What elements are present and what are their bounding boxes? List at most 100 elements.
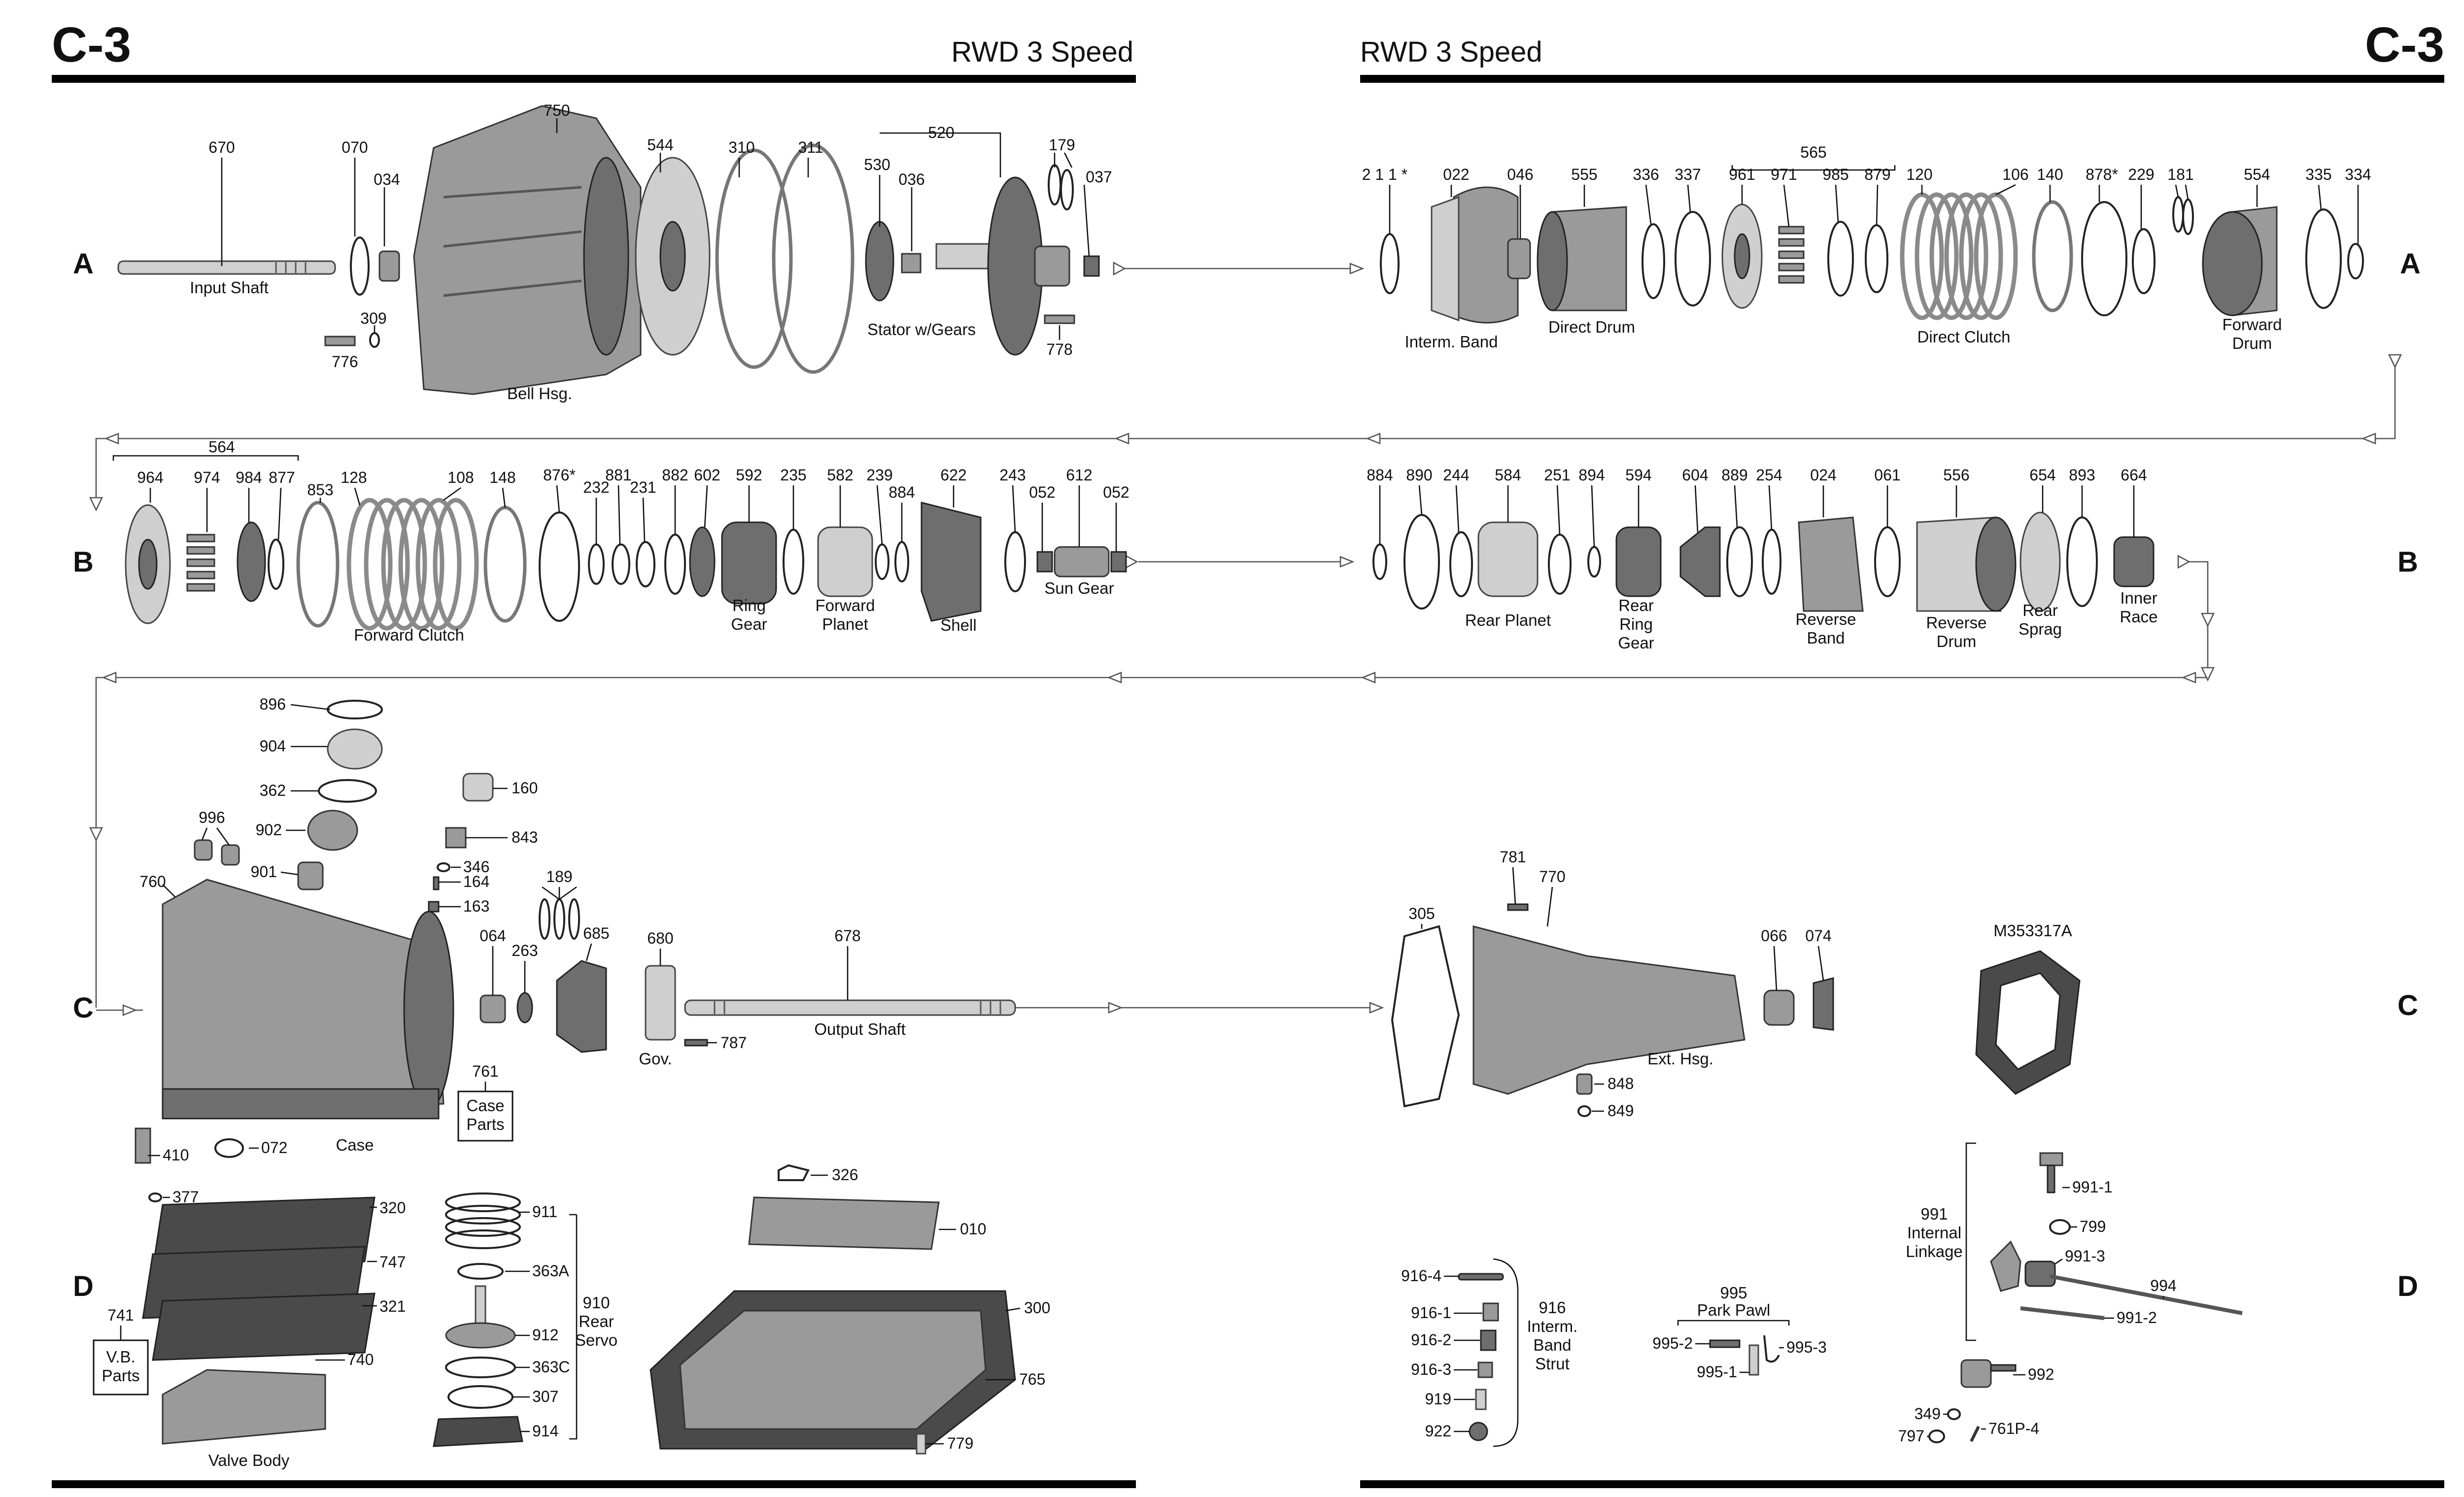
part-305-gasket bbox=[1391, 925, 1460, 1108]
page-header: C-3 RWD 3 Speed RWD 3 Speed C-3 bbox=[52, 17, 2444, 83]
label-037: 037 bbox=[1086, 168, 1112, 186]
caption-vb-parts-1: V.B. bbox=[106, 1348, 135, 1366]
label-750: 750 bbox=[544, 102, 570, 119]
label-843: 843 bbox=[512, 828, 538, 846]
label-179: 179 bbox=[1049, 136, 1075, 154]
label-140: 140 bbox=[2037, 166, 2063, 183]
label-916-4: 916-4 bbox=[1401, 1267, 1441, 1285]
label-232: 232 bbox=[583, 478, 609, 496]
caption-rear-servo-3: Servo bbox=[575, 1331, 617, 1349]
label-849: 849 bbox=[1608, 1102, 1634, 1120]
part-911-spring bbox=[445, 1192, 521, 1249]
bell-housing-rim bbox=[583, 157, 629, 356]
rear-planet bbox=[1477, 521, 1539, 597]
part-310-seal bbox=[715, 148, 793, 369]
row-d-left-components bbox=[93, 1164, 1016, 1455]
label-904: 904 bbox=[260, 737, 286, 755]
label-894: 894 bbox=[1578, 466, 1605, 484]
part-991-2-rod bbox=[2020, 1306, 2105, 1320]
part-239-ring bbox=[875, 544, 890, 580]
part-148-plate bbox=[483, 506, 527, 623]
input-shaft bbox=[117, 260, 336, 275]
label-064: 064 bbox=[479, 927, 506, 945]
forward-planet bbox=[817, 526, 873, 597]
oil-pan bbox=[679, 1310, 987, 1430]
shell bbox=[921, 502, 982, 622]
part-377-ring bbox=[148, 1192, 162, 1202]
label-564: 564 bbox=[208, 438, 235, 456]
caption-park-pawl-1: 995 bbox=[1720, 1284, 1747, 1302]
part-244-ring bbox=[1449, 531, 1473, 597]
row-c-left-captions: Case Case Parts Gov. Output Shaft bbox=[336, 1020, 905, 1154]
part-189-c bbox=[568, 898, 580, 940]
reverse-band bbox=[1798, 516, 1864, 612]
label-211: 2 1 1 * bbox=[1362, 166, 1408, 183]
caption-input-shaft: Input Shaft bbox=[190, 278, 269, 297]
caption-rear-ring-1: Rear bbox=[1618, 596, 1654, 614]
label-876: 876* bbox=[543, 466, 576, 484]
part-229-ring bbox=[2132, 228, 2156, 294]
label-760: 760 bbox=[139, 873, 166, 890]
label-320: 320 bbox=[379, 1199, 406, 1217]
label-776: 776 bbox=[332, 353, 358, 371]
part-914-cover bbox=[433, 1416, 523, 1447]
label-991-1: 991-1 bbox=[2072, 1178, 2113, 1196]
part-901-spring bbox=[297, 861, 324, 890]
row-b-right-callouts bbox=[1379, 485, 2135, 547]
label-914: 914 bbox=[532, 1422, 558, 1440]
label-911: 911 bbox=[532, 1203, 557, 1221]
label-410: 410 bbox=[163, 1146, 189, 1164]
label-074: 074 bbox=[1805, 927, 1831, 945]
caption-reverse-drum-2: Drum bbox=[1937, 632, 1977, 650]
label-747: 747 bbox=[379, 1253, 406, 1271]
label-520: 520 bbox=[928, 124, 954, 141]
part-916-3 bbox=[1477, 1361, 1493, 1378]
caption-shell: Shell bbox=[940, 616, 976, 634]
caption-reverse-drum-1: Reverse bbox=[1926, 613, 1987, 632]
transmission-case bbox=[162, 879, 445, 1120]
part-336-ring bbox=[1642, 223, 1665, 299]
row-label-b-left: B bbox=[73, 546, 94, 578]
part-335-ring bbox=[2305, 208, 2342, 309]
label-778: 778 bbox=[1046, 340, 1072, 358]
label-787: 787 bbox=[720, 1034, 747, 1052]
caption-linkage-2: Internal bbox=[1907, 1224, 1961, 1242]
part-010-filter bbox=[748, 1196, 940, 1250]
part-036-bushing bbox=[901, 253, 922, 273]
label-128: 128 bbox=[341, 469, 367, 486]
linkage-rack bbox=[1990, 1240, 2021, 1292]
part-849 bbox=[1577, 1105, 1591, 1117]
part-604-hub bbox=[1679, 526, 1721, 597]
row-b-left-captions: Forward Clutch Ring Gear Forward Planet … bbox=[354, 579, 1114, 644]
part-254-ring bbox=[1762, 529, 1781, 595]
caption-forward-drum-2: Drum bbox=[2232, 334, 2272, 352]
label-879: 879 bbox=[1864, 166, 1890, 183]
row-label-a-right: A bbox=[2400, 248, 2421, 280]
label-061: 061 bbox=[1874, 466, 1900, 484]
label-334: 334 bbox=[2345, 166, 2371, 183]
part-334-ring bbox=[2347, 243, 2364, 279]
row-a-right-components bbox=[1380, 186, 2364, 324]
caption-stator: Stator w/Gears bbox=[867, 320, 976, 339]
label-243: 243 bbox=[999, 466, 1026, 484]
sun-gear bbox=[1054, 546, 1110, 578]
caption-strut-4: Strut bbox=[1535, 1355, 1570, 1373]
part-843 bbox=[445, 827, 467, 849]
part-530-seal bbox=[865, 221, 894, 302]
row-a-right-callouts bbox=[1389, 165, 2359, 244]
row-label-c-right: C bbox=[2397, 989, 2418, 1021]
footer-rule-left bbox=[52, 1480, 1136, 1488]
part-179-ring-b bbox=[1060, 169, 1074, 210]
part-232-ring bbox=[588, 544, 605, 585]
label-034: 034 bbox=[374, 170, 400, 188]
label-761p-4: 761P-4 bbox=[1988, 1420, 2039, 1437]
part-070-ring bbox=[350, 237, 370, 296]
part-037-bushing bbox=[1083, 255, 1100, 277]
header-rule-left bbox=[52, 75, 1136, 83]
row-a-left-components bbox=[117, 105, 1100, 395]
label-890: 890 bbox=[1406, 466, 1432, 484]
caption-inner-race-1: Inner bbox=[2120, 589, 2157, 607]
row-c-left-components bbox=[135, 700, 1016, 1202]
row-c-right-captions: Ext. Hsg. M353317A bbox=[1647, 921, 2072, 1068]
caption-rear-servo-2: Rear bbox=[579, 1312, 614, 1330]
